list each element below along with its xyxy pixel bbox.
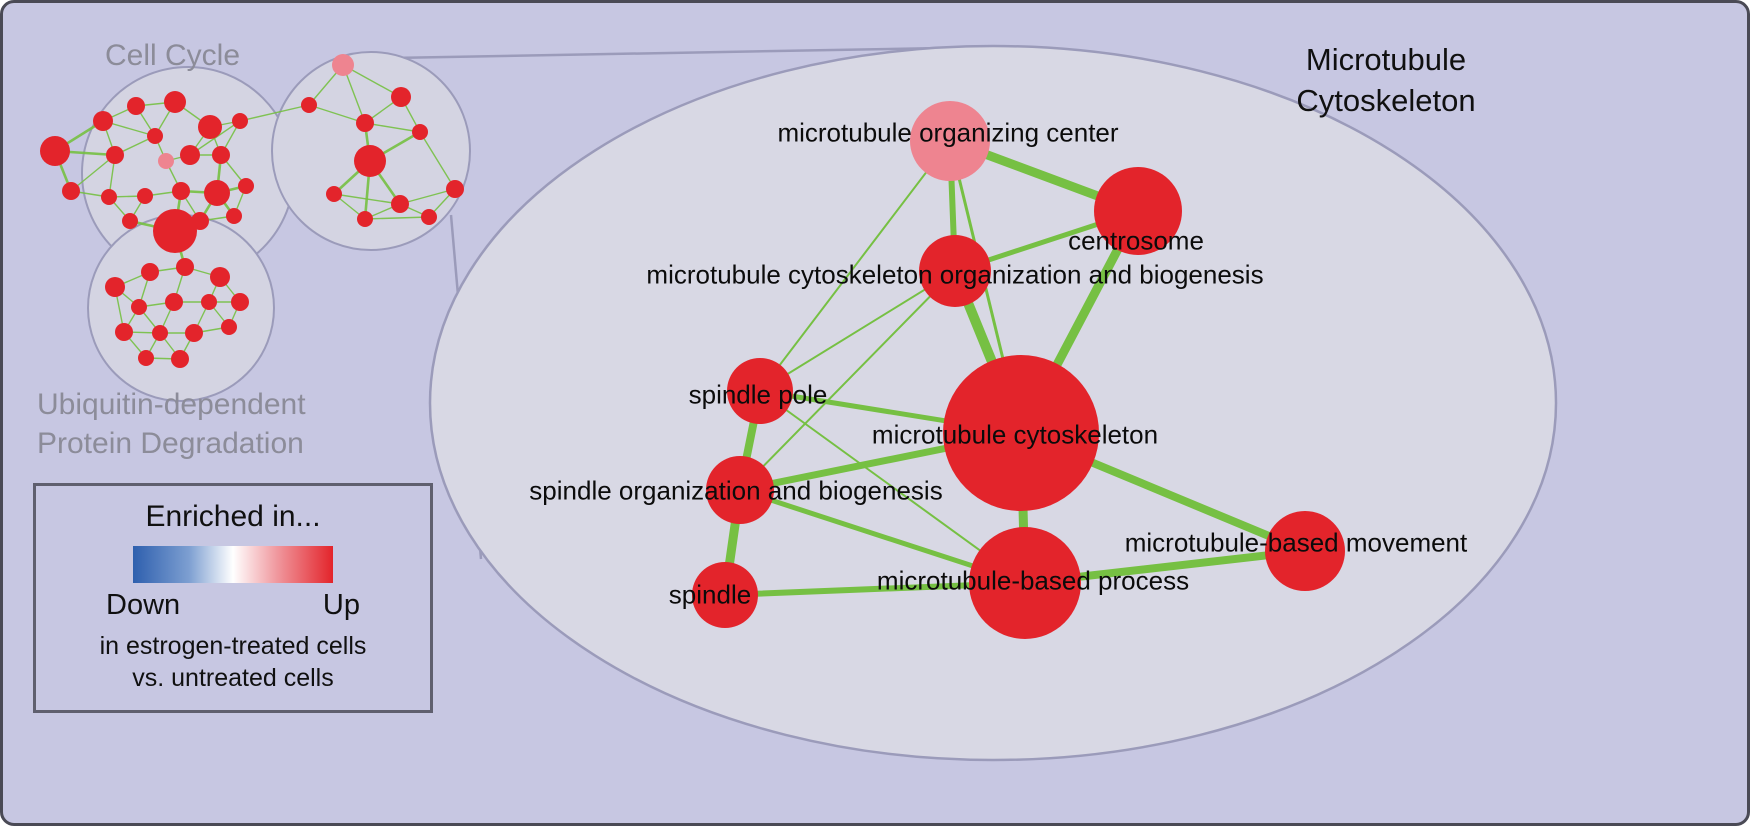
minimap-node [164, 91, 186, 113]
node-microtubule-based-process [969, 527, 1081, 639]
cluster-label-microtubule-line1: Microtubule [1305, 42, 1467, 77]
minimap-node [354, 145, 386, 177]
legend-up-label: Up [322, 589, 360, 621]
cluster-label-microtubule-cytoskeleton: Microtubule Cytoskeleton [1271, 39, 1501, 121]
minimap-node [106, 146, 124, 164]
minimap-node [62, 182, 80, 200]
minimap-node [127, 97, 145, 115]
minimap-node [238, 178, 254, 194]
minimap-node [204, 180, 230, 206]
legend-down-label: Down [106, 589, 181, 621]
minimap-node [180, 145, 200, 165]
legend-endpoint-labels: Down Up [106, 589, 360, 622]
minimap-node [138, 350, 154, 366]
node-centrosome [1094, 167, 1182, 255]
minimap-node [40, 136, 70, 166]
minimap-node [221, 319, 237, 335]
legend-box: Enriched in... Down Up in estrogen-treat… [33, 483, 433, 713]
node-spindle-pole [727, 358, 793, 424]
minimap-node [356, 114, 374, 132]
minimap-node [153, 209, 197, 253]
minimap-edge [189, 120, 241, 156]
minimap-node [231, 293, 249, 311]
minimap-edge [308, 104, 366, 124]
minimap-node [185, 324, 203, 342]
minimap-edge [419, 131, 456, 190]
cluster-label-microtubule-line2: Cytoskeleton [1296, 83, 1476, 118]
node-microtubule-cytoskeleton [943, 355, 1099, 511]
minimap-node [105, 277, 125, 297]
minimap-node [391, 87, 411, 107]
zoom-callout-line [390, 45, 999, 60]
minimap-node [152, 325, 168, 341]
minimap-edge [364, 122, 421, 133]
minimap-node [141, 263, 159, 281]
minimap-node [93, 111, 113, 131]
minimap-edge [364, 216, 430, 220]
node-microtubule-cytoskeleton-organization-and-biogenesis [919, 235, 991, 307]
edge-microtubule-organizing-center--spindle-pole [759, 140, 951, 392]
minimap-node [115, 323, 133, 341]
legend-caption-line2: vs. untreated cells [132, 664, 334, 692]
node-spindle [692, 562, 758, 628]
minimap-node [101, 189, 117, 205]
minimap-node [232, 113, 248, 129]
minimap-node [446, 180, 464, 198]
minimap-node [176, 258, 194, 276]
minimap-node [172, 182, 190, 200]
minimap-edge [399, 188, 456, 205]
minimap-node [158, 153, 174, 169]
minimap-node [326, 186, 342, 202]
node-spindle-organization-and-biogenesis [706, 456, 774, 524]
cluster-label-ubiquitin-line2: Protein Degradation [37, 427, 304, 460]
node-microtubule-based-movement [1265, 511, 1345, 591]
minimap-edge [239, 104, 310, 122]
minimap-node [165, 293, 183, 311]
cluster-label-ubiquitin: Ubiquitin-dependent Protein Degradation [37, 385, 306, 463]
minimap-node [301, 97, 317, 113]
minimap-node [171, 350, 189, 368]
legend-gradient-bar [133, 546, 333, 583]
minimap-node [201, 294, 217, 310]
cluster-label-cell-cycle: Cell Cycle [105, 39, 241, 72]
minimap-node [357, 211, 373, 227]
minimap-node [212, 146, 230, 164]
legend-caption: in estrogen-treated cells vs. untreated … [100, 630, 367, 694]
minimap-node [391, 195, 409, 213]
minimap-node [198, 115, 222, 139]
node-microtubule-organizing-center [910, 101, 990, 181]
minimap-node [131, 299, 147, 315]
minimap-node [421, 209, 437, 225]
minimap-edge [342, 64, 402, 98]
minimap-node [226, 208, 242, 224]
minimap-node [137, 188, 153, 204]
legend-caption-line1: in estrogen-treated cells [99, 632, 367, 660]
edge-microtubule-cytoskeleton-organization-and-biogenesis--spindle-pole [759, 270, 956, 392]
minimap-node [147, 128, 163, 144]
cluster-label-ubiquitin-line1: Ubiquitin-dependent [37, 388, 306, 421]
minimap-node [122, 213, 138, 229]
minimap-edge [70, 154, 116, 192]
minimap-node [412, 124, 428, 140]
edge-microtubule-cytoskeleton-organization-and-biogenesis--spindle-organization-and-biogenesis [739, 270, 956, 491]
legend-title: Enriched in... [145, 500, 321, 533]
network-canvas [40, 44, 1558, 762]
minimap-node [332, 54, 354, 76]
minimap-node [210, 267, 230, 287]
